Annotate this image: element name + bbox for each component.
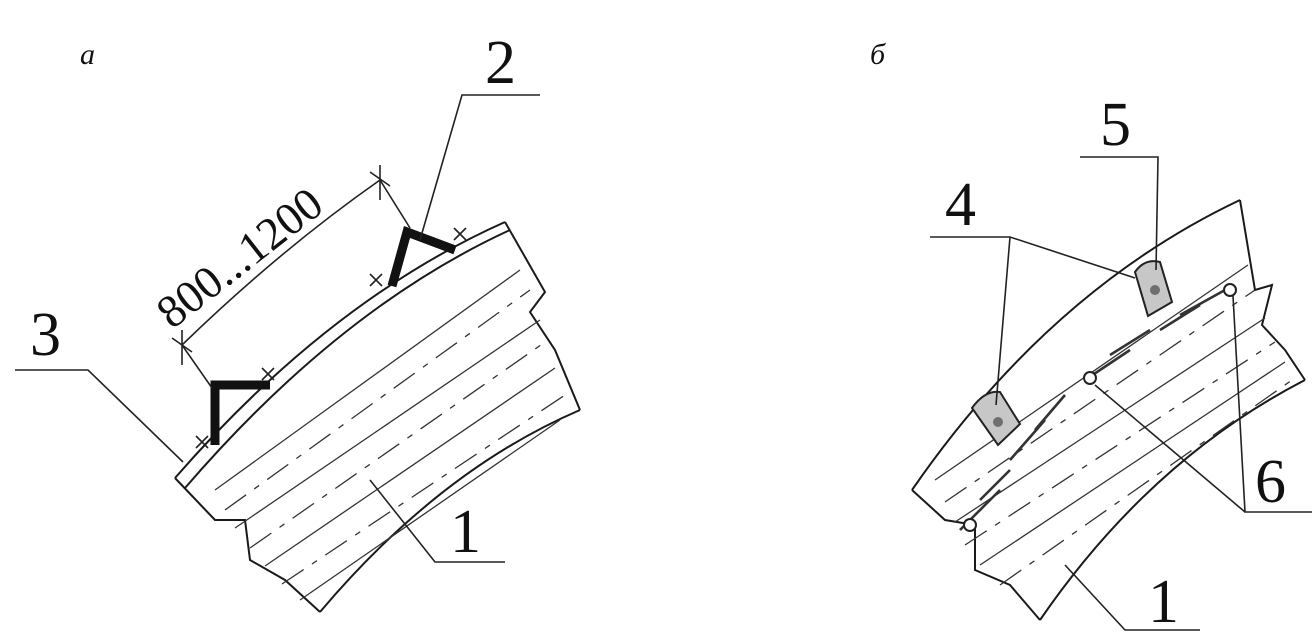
callout-1: 1 [369,479,505,566]
grain-line [299,419,561,601]
grain-line [214,269,521,491]
grain-line [979,361,1286,566]
dimension-tick-end [369,165,391,200]
dimension-arc [181,179,381,346]
pin-marks [959,394,1066,531]
beam-inner-edge [319,409,581,613]
beam-outer-edge [911,199,1241,491]
leader-line [1064,564,1200,631]
beam-break-left [911,489,1041,621]
dimension-line: 800...1200 [147,165,411,389]
callout-1-b: 1 [1064,564,1200,636]
bracket-2 [387,226,457,288]
bracket-2-lower [210,380,270,445]
panel-b-caption: б [870,38,886,71]
callout-label-2: 2 [485,29,516,97]
panel-a: а [15,29,581,613]
curved-beam-b [911,199,1306,621]
pad-lower [970,390,1022,447]
beam-inner-edge [1039,379,1306,621]
fastener-mark [369,273,383,287]
grain-line [999,379,1293,586]
callout-label-3: 3 [30,301,61,369]
hole [1223,283,1237,297]
callout-2: 2 [419,29,540,241]
bracket-lower [195,367,275,449]
dimension-text: 800...1200 [147,177,332,338]
panel-a-caption: а [80,38,95,71]
grain-line [264,367,556,567]
grain-line [281,394,566,585]
leader-line [419,94,540,241]
bracket-upper [369,226,467,288]
grain-line [944,289,1256,503]
callout-label-1: 1 [450,498,481,566]
pad-center [993,417,1003,427]
callout-label-1-b: 1 [1148,568,1179,636]
fastener-mark [195,435,209,449]
beam-break-right [504,221,581,411]
callout-3: 3 [15,301,184,463]
leader-line [1094,295,1312,513]
callout-4: 4 [930,171,1136,406]
curved-beam-a [174,221,581,613]
leader-line [369,479,505,563]
extension-line [379,179,411,229]
extension-line [181,344,213,389]
hole [963,518,977,532]
hole [1083,371,1097,385]
grain-line [234,319,541,529]
board-edge [184,229,511,489]
grain-line [954,317,1266,523]
leader-line [930,236,1136,406]
callout-label-6: 6 [1255,448,1286,516]
grain-line [964,341,1276,546]
beam-break-right [1239,199,1306,381]
pin-marks [1084,288,1226,382]
callout-label-4: 4 [945,171,976,239]
callout-5: 5 [1080,91,1159,271]
grain-line [224,289,531,511]
fastener-mark [261,367,275,381]
leader-line [1080,156,1159,271]
pad-upper [1133,260,1174,318]
fastener-mark [453,227,467,241]
callout-6: 6 [1094,295,1312,516]
callout-label-5: 5 [1100,91,1131,159]
panel-b: б [870,38,1312,636]
leader-line [15,369,184,463]
plate-center [1150,285,1160,295]
grain-line [249,339,549,549]
beam-break-left [174,477,321,613]
